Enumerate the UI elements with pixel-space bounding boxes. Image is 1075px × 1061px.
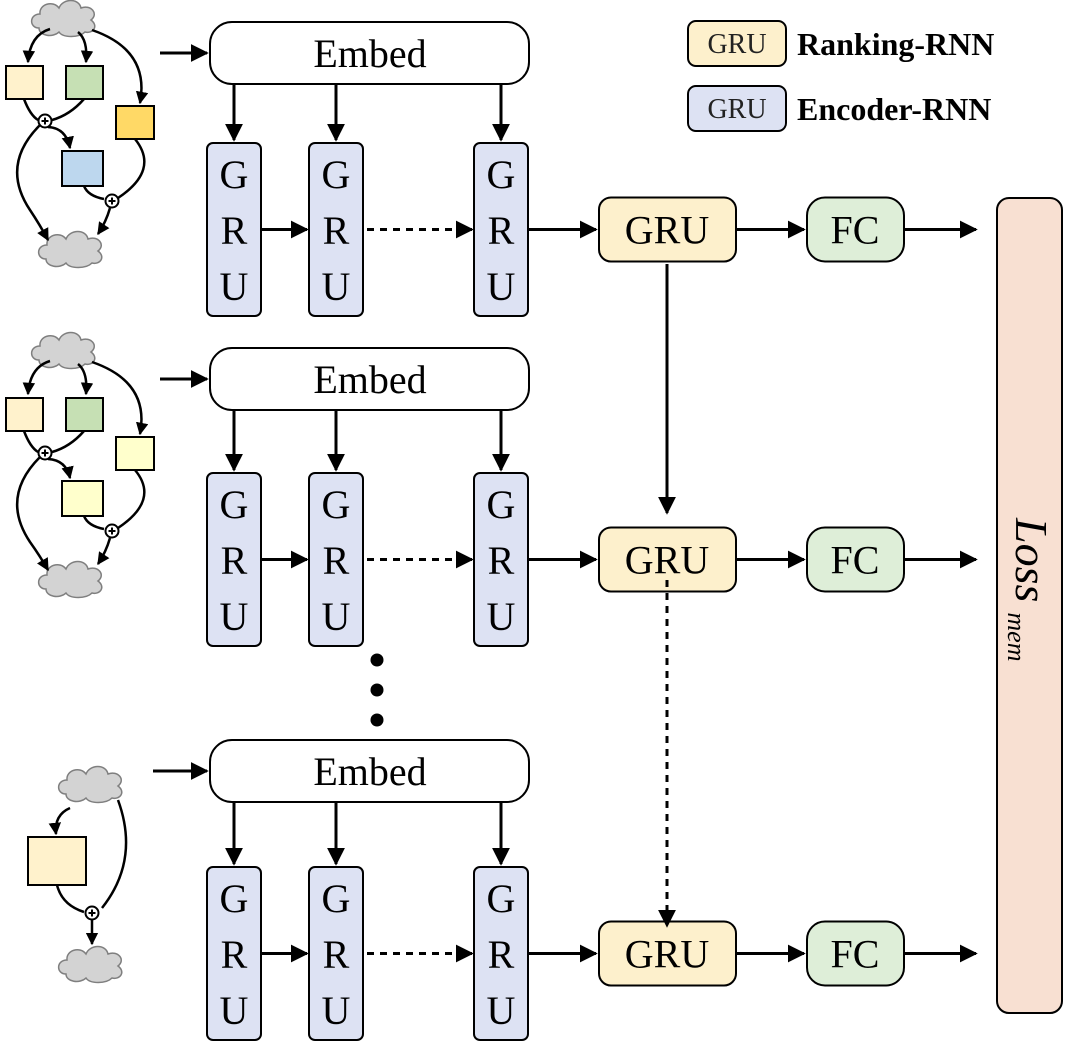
ranking-gru-label: GRU: [625, 538, 710, 583]
ranking-gru-label: GRU: [625, 208, 710, 253]
encoder-gru-cell: [308, 142, 364, 317]
legend: GRU Ranking-RNN GRU Encoder-RNN: [687, 20, 994, 132]
encoder-gru-letter: U: [487, 264, 516, 309]
encoder-gru-letter: G: [322, 152, 351, 197]
legend-encoder-rnn: GRU Encoder-RNN: [687, 85, 991, 132]
loss-label: Loss mem: [1002, 517, 1057, 661]
encoder-gru-letter: R: [488, 208, 515, 253]
encoder-gru-letter: G: [487, 482, 516, 527]
embed-label: Embed: [313, 357, 426, 402]
encoder-gru-letter: R: [221, 208, 248, 253]
fc-label: FC: [831, 932, 880, 977]
encoder-gru-letter: U: [322, 264, 351, 309]
loss-block: Loss mem: [996, 197, 1063, 1014]
encoder-gru-letter: R: [323, 538, 350, 583]
encoder-gru-letter: G: [487, 152, 516, 197]
encoder-gru-cell: [308, 472, 364, 647]
vertical-ellipsis: [370, 653, 384, 727]
cell-graph-icon-2: [5, 331, 155, 599]
encoder-gru-letter: G: [322, 482, 351, 527]
embed-label: Embed: [313, 31, 426, 76]
embed-box: [209, 739, 530, 803]
encoder-gru-letter: G: [220, 152, 249, 197]
embed-box: [209, 21, 530, 85]
encoder-gru-letter: G: [487, 876, 516, 921]
fc-label: FC: [831, 538, 880, 583]
loss-bar: [996, 197, 1063, 1014]
encoder-gru-letter: R: [221, 538, 248, 583]
encoder-gru-letter: G: [220, 876, 249, 921]
legend-encoder-swatch-label: GRU: [707, 94, 766, 125]
encoder-gru-letter: G: [322, 876, 351, 921]
encoder-gru-letter: U: [487, 594, 516, 639]
encoder-gru-letter: U: [220, 594, 249, 639]
encoder-gru-letter: G: [220, 482, 249, 527]
legend-encoder-label: Encoder-RNN: [797, 91, 991, 127]
encoder-gru-letter: U: [322, 988, 351, 1033]
encoder-gru-letter: U: [322, 594, 351, 639]
encoder-gru-letter: R: [323, 932, 350, 977]
cell-graph-icon-1: [5, 0, 155, 269]
legend-ranking-swatch: [687, 20, 787, 67]
fc-label: FC: [831, 208, 880, 253]
embed-box: [209, 347, 530, 411]
encoder-gru-letter: U: [220, 988, 249, 1033]
legend-ranking-rnn: GRU Ranking-RNN: [687, 20, 994, 67]
cell-graph-icon-3: [27, 765, 128, 984]
legend-encoder-swatch: [687, 85, 787, 132]
encoder-gru-letter: R: [323, 208, 350, 253]
legend-ranking-swatch-label: GRU: [707, 29, 766, 60]
encoder-gru-cell: [308, 866, 364, 1041]
encoder-gru-letter: R: [221, 932, 248, 977]
legend-ranking-label: Ranking-RNN: [797, 26, 994, 62]
encoder-gru-letter: R: [488, 538, 515, 583]
encoder-gru-letter: U: [487, 988, 516, 1033]
ranking-gru-label: GRU: [625, 932, 710, 977]
embed-label: Embed: [313, 749, 426, 794]
encoder-gru-letter: R: [488, 932, 515, 977]
encoder-gru-letter: U: [220, 264, 249, 309]
